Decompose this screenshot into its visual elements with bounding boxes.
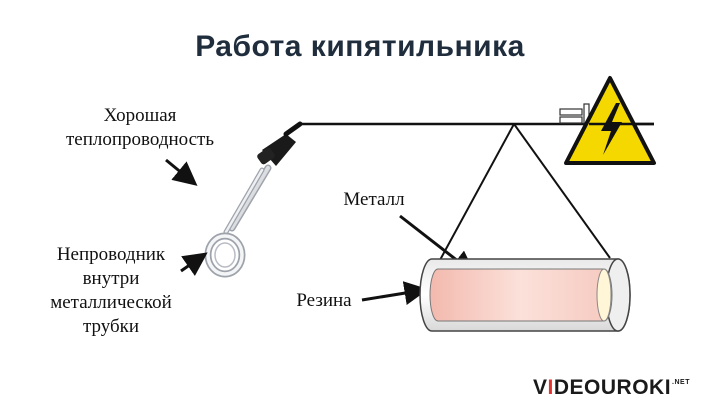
logo-part-2: I — [547, 376, 554, 399]
label-good-conductivity: Хорошая теплопроводность — [30, 104, 250, 152]
arrow-rubber — [361, 281, 429, 305]
logo-suffix: .NET — [672, 379, 690, 386]
label-non-conductor-line-3: металлической — [50, 292, 172, 313]
label-non-conductor-line-1: Непроводник — [56, 244, 166, 265]
logo-part-3: DEOUROKI — [553, 376, 672, 399]
label-non-conductor: Непроводник внутри металлической трубки — [26, 243, 196, 339]
arrow-non-conductor — [180, 252, 208, 276]
page-title: Работа кипятильника — [195, 30, 525, 63]
tube-cross-section — [419, 258, 631, 332]
label-non-conductor-line-2: внутри — [82, 268, 140, 289]
label-rubber: Резина — [296, 290, 352, 311]
label-good-conductivity-line-2: теплопроводность — [65, 129, 215, 150]
zoom-lines — [439, 123, 611, 261]
arrow-good-conductivity — [165, 158, 198, 186]
label-non-conductor-line-4: трубки — [82, 316, 140, 337]
videouroki-logo: VIDEOUROKI.NET — [533, 376, 713, 400]
immersion-heater-icon — [204, 121, 303, 278]
logo-part-1: V — [533, 376, 548, 399]
high-voltage-warning-icon — [564, 76, 656, 165]
label-metal: Металл — [343, 189, 405, 210]
label-good-conductivity-line-1: Хорошая — [103, 105, 177, 126]
